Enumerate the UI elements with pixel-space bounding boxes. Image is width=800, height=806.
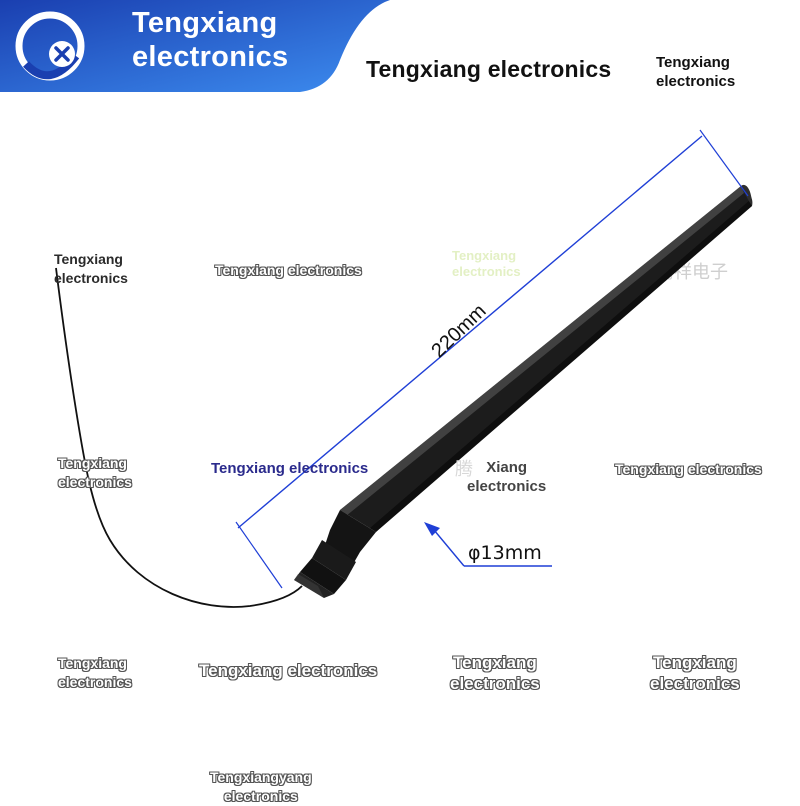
watermark-bottom: Tengxiangyang electronics [210,768,312,806]
watermark-mid-left: Tengxiang electronics [58,454,132,492]
watermark-line: electronics [58,474,132,490]
watermark-mid-right: Tengxiang electronics [615,461,762,477]
watermark-line: Tengxiang [58,455,127,471]
corner-caption: Tengxiang electronics [656,53,735,91]
watermark-line: electronics [223,788,298,804]
watermark-low-left: Tengxiang electronics [58,654,132,692]
watermark-line: electronics [54,270,128,286]
watermark-low-mid: Tengxiang electronics [450,652,540,694]
corner-line-1: Tengxiang [656,54,730,71]
watermark-upper-center: Tengxiang electronics [215,262,362,278]
corner-line-2: electronics [656,73,736,90]
brand-line-2: electronics [132,41,289,73]
watermark-line: electronics [650,674,740,693]
tx-circle-logo-icon [15,11,85,81]
watermark-mid-chinese: 腾 [455,459,473,480]
watermark-mid-center: Xiang electronics [467,458,546,496]
watermark-line: electronics [450,674,540,693]
watermark-low-right: Tengxiang electronics [650,652,740,694]
brand-name: Tengxiang electronics [132,6,372,74]
watermark-line: electronics [58,674,132,690]
watermark-top-left: Tengxiang electronics [54,250,128,288]
watermark-faint: Tengxiang electronics [452,248,521,280]
watermark-low-center: Tengxiang electronics [199,661,378,680]
brand-line-1: Tengxiang [132,7,278,39]
watermark-line: Tengxiang [54,251,123,267]
watermark-line: Tengxiang [58,655,127,671]
watermark-line: Tengxiang [453,653,537,672]
watermark-line: electronics [467,478,547,495]
watermark-line: Xiang [486,459,528,476]
watermark-faint-line-2: electronics [452,264,521,279]
watermark-faint-line-1: Tengxiang [452,248,517,263]
watermark-line: Tengxiangyang [210,769,312,785]
page-title: Tengxiang electronics [366,56,612,82]
diameter-dimension-label: φ13mm [468,542,542,564]
watermark-line: Tengxiang [653,653,737,672]
watermark-mid-blue: Tengxiang electronics [211,460,369,477]
brand-banner [0,0,390,92]
